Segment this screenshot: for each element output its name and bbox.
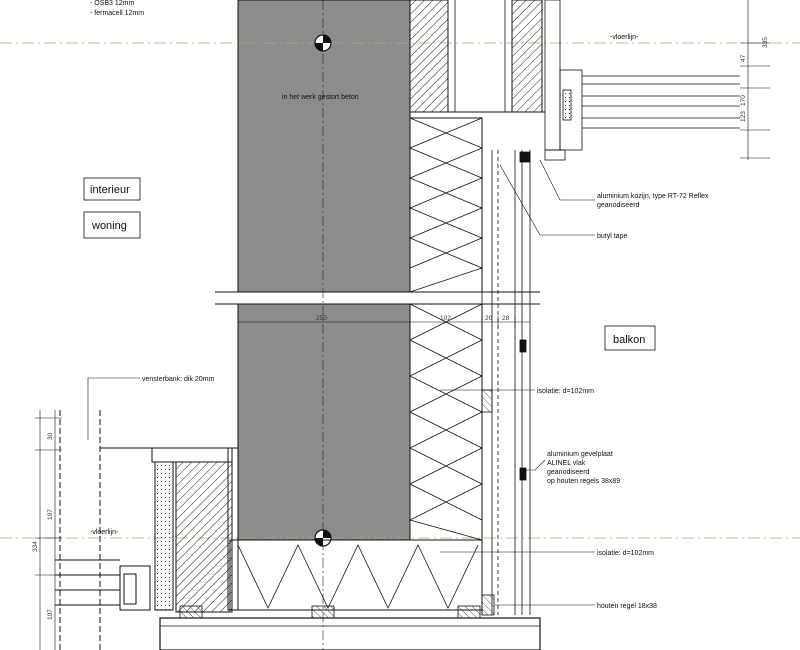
dwelling-label-box [83, 211, 141, 239]
dim-gap-b: 28 [502, 315, 510, 322]
legend-line-1: - OSB3 12mm [90, 0, 135, 7]
level-label-lower: -vloerlijn- [90, 529, 119, 536]
leader-lines [87, 159, 595, 606]
interior-label-box [83, 177, 141, 201]
dim-right-1: 335 [762, 37, 769, 48]
cladding-annotation-2: ALINEL vlak [547, 460, 586, 467]
upper-timber-block-left [409, 0, 449, 113]
concrete-label: in het werk gestort beton [282, 94, 359, 101]
windowsill-annotation: vensterbank: dik 20mm [142, 376, 215, 383]
concrete-wall-lower [237, 303, 411, 541]
level-label-upper: -vloerlijn- [610, 34, 639, 41]
cladding-annotation-4: op houten regels 38x89 [547, 478, 620, 485]
dim-insulation-width: 102 [440, 315, 451, 322]
upper-timber-block-right [511, 0, 543, 113]
dimension-lines-left [35, 410, 62, 650]
cladding-annotation-1: aluminium gevelplaat [547, 451, 613, 458]
level-marker-lower [314, 529, 332, 547]
insulation-lower-annotation: isolatie: d=102mm [597, 550, 654, 557]
balcony-label: balkon [613, 334, 645, 346]
dim-wall-width: 250 [316, 315, 327, 322]
floor-insulation [159, 539, 541, 650]
frame-annotation-1: aluminium kozijn, type RT-72 Reflex [597, 193, 709, 200]
insulation-middle [408, 303, 483, 541]
insulation-upper-annotation: isolatie: d=102mm [537, 388, 594, 395]
dimension-lines-right [740, 0, 770, 160]
dim-left-3: 334 [32, 541, 39, 552]
dwelling-label: woning [91, 220, 127, 232]
dim-left-2: 197 [47, 509, 54, 520]
interior-label: interieur [90, 184, 130, 196]
tape-annotation: butyl tape [597, 233, 627, 240]
window-frame-upper [544, 0, 740, 161]
dim-right-4: 123 [740, 111, 747, 122]
insulation-upper [408, 117, 484, 293]
dim-right-2: 47 [740, 54, 747, 62]
balcony-label-box [604, 325, 656, 351]
dim-left-1: 30 [47, 432, 54, 440]
batten-annotation: houten regel 18x38 [597, 603, 657, 610]
level-marker-upper [314, 34, 332, 52]
frame-annotation-2: geanodiseerd [597, 202, 640, 209]
dim-left-4: 107 [47, 609, 54, 620]
interior-lower-structure [55, 410, 239, 650]
dimension-line-horizontal [237, 316, 530, 328]
cladding-annotation-3: geanodiseerd [547, 469, 590, 476]
dim-right-3: 170 [740, 95, 747, 106]
legend-line-2: - fermacell 12mm [90, 10, 144, 17]
dim-gap-a: 20 [485, 315, 493, 322]
cladding [481, 150, 531, 616]
